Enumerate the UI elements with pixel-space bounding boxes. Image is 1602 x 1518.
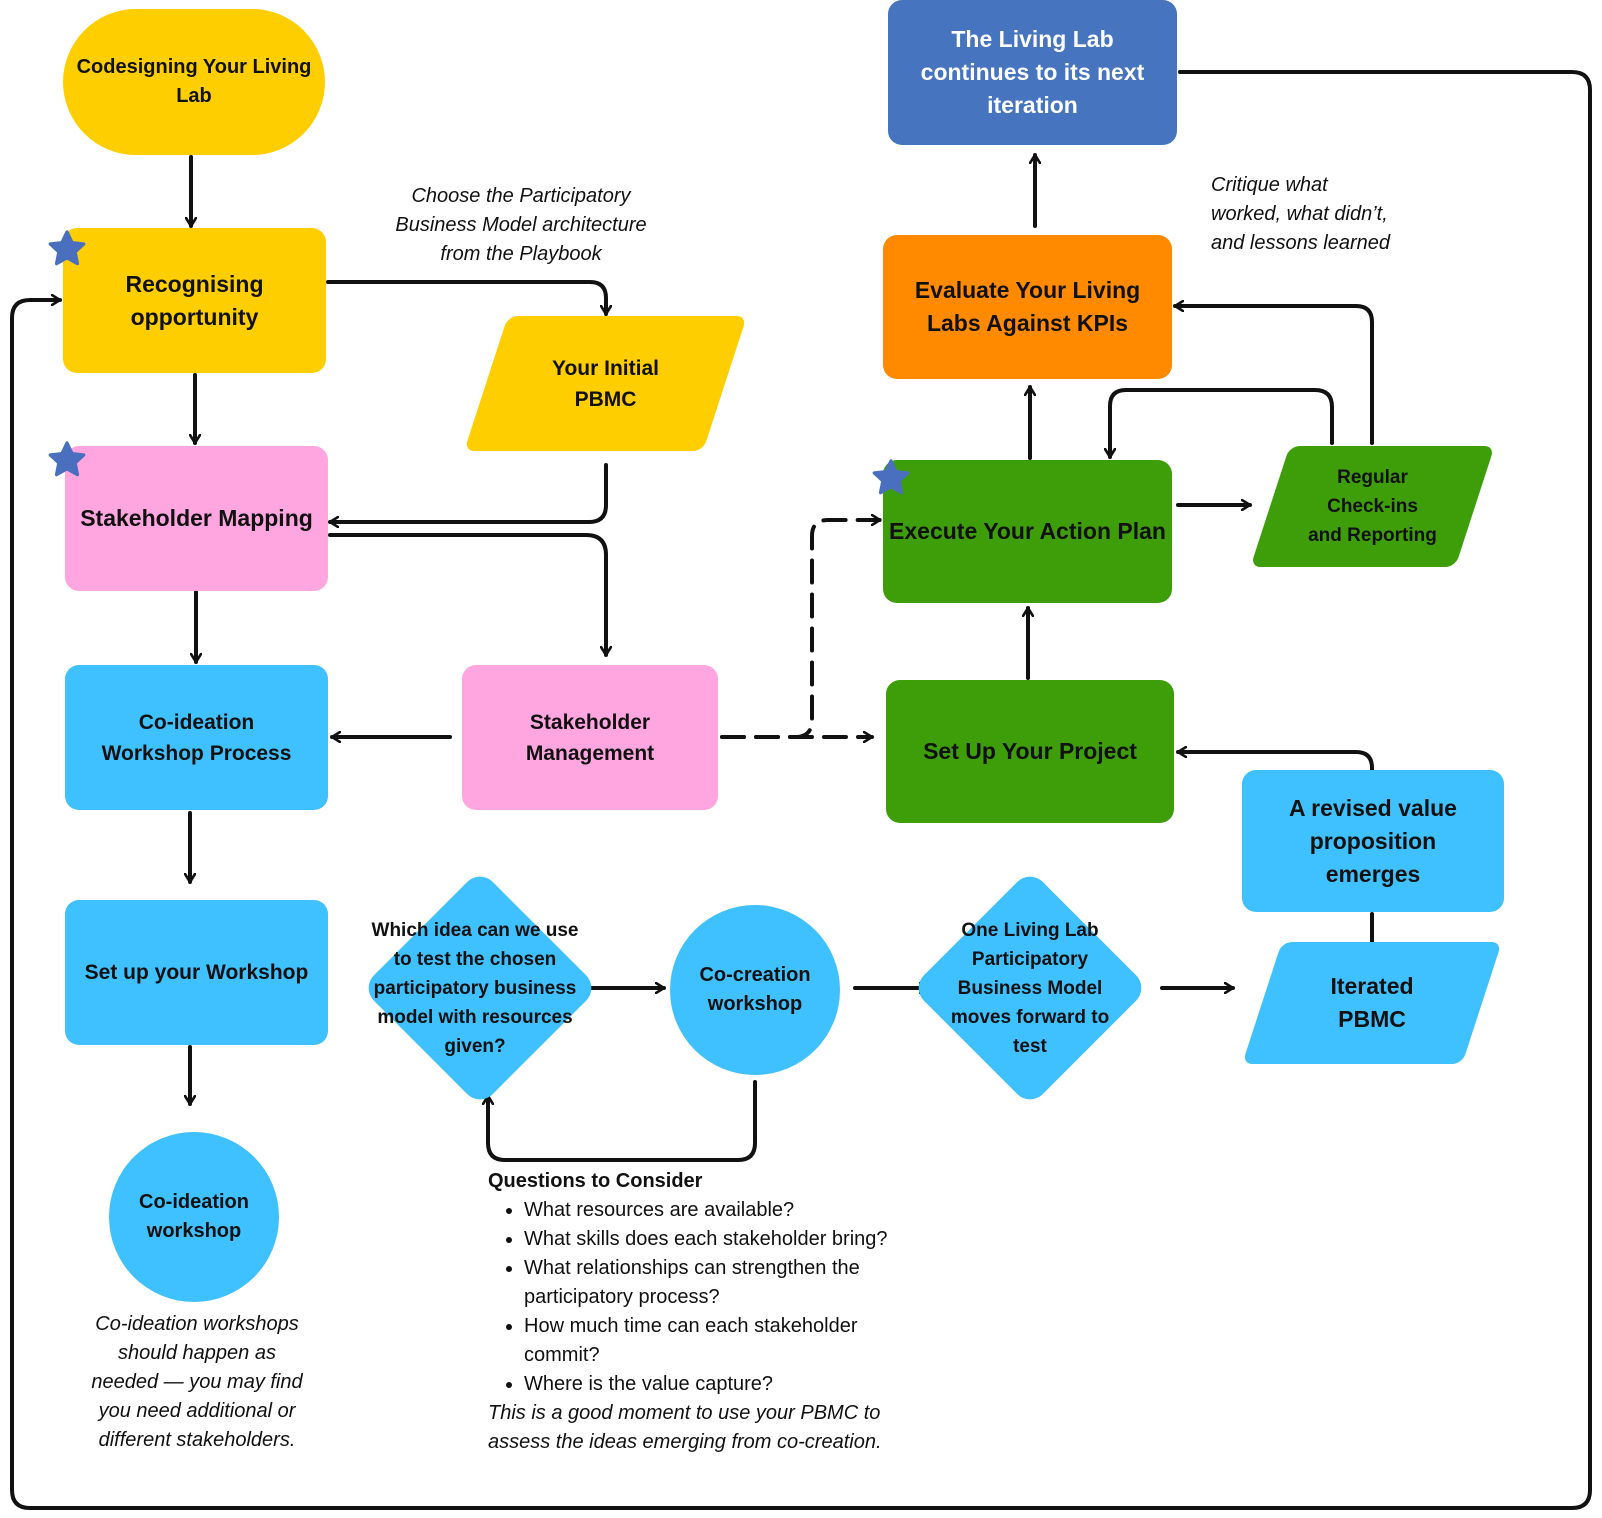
star-icon <box>48 441 86 477</box>
revised-value-label: A revised value proposition emerges <box>1289 794 1457 887</box>
questions-block: Questions to Consider What resources are… <box>488 1167 928 1457</box>
iterated-pbmc-label: Iterated PBMC <box>1330 973 1414 1032</box>
regular-checkins-node: Regular Check-ins and Reporting <box>1270 446 1475 567</box>
questions-title: Questions to Consider <box>488 1170 703 1192</box>
stakeholder-management-label: Stakeholder Management <box>525 710 655 765</box>
evaluate-node: Evaluate Your Living Labs Against KPIs <box>883 235 1172 379</box>
stakeholder-management-node: Stakeholder Management <box>462 665 718 810</box>
recognising-label: Recognising opportunity <box>125 270 264 330</box>
stakeholder-mapping-label: Stakeholder Mapping <box>80 505 313 531</box>
questions-list: What resources are available? What skill… <box>488 1196 928 1399</box>
execute-plan-label: Execute Your Action Plan <box>889 518 1166 544</box>
recognising-node: Recognising opportunity <box>63 228 326 373</box>
co-ideation-process-node: Co-ideation Workshop Process <box>65 665 328 810</box>
arrow-mapping-to-management <box>328 533 606 657</box>
one-living-lab-label: One Living Lab Participatory Business Mo… <box>950 919 1110 1057</box>
evaluate-label: Evaluate Your Living Labs Against KPIs <box>914 277 1141 336</box>
loop-back-to-recognising <box>10 70 1592 1510</box>
co-ideation-note: Co-ideation workshops should happen as n… <box>91 1313 303 1451</box>
execute-plan-node: Execute Your Action Plan <box>883 460 1172 603</box>
question-item: What skills does each stakeholder bring? <box>524 1225 928 1254</box>
which-idea-label: Which idea can we use to test the chosen… <box>371 919 579 1057</box>
co-ideation-workshop-node: Co-ideation workshop <box>109 1132 279 1302</box>
codesigning-node: Codesigning Your Living Lab <box>63 9 325 155</box>
revised-value-node: A revised value proposition emerges <box>1242 770 1504 912</box>
question-item: Where is the value capture? <box>524 1370 928 1399</box>
codesigning-label: Codesigning Your Living Lab <box>76 56 312 107</box>
critique-note: Critique what worked, what didn’t, and l… <box>1211 174 1391 254</box>
choose-architecture-note: Choose the Participatory Business Model … <box>395 185 647 265</box>
stakeholder-mapping-node: Stakeholder Mapping <box>65 446 328 591</box>
star-icon <box>48 230 86 266</box>
setup-project-node: Set Up Your Project <box>886 680 1174 823</box>
co-ideation-workshop-label: Co-ideation workshop <box>139 1191 249 1242</box>
arrow-management-to-execute-dashed <box>720 520 882 739</box>
arrow-recognising-to-initial-pbmc <box>326 280 606 316</box>
regular-checkins-label: Regular Check-ins and Reporting <box>1308 467 1437 546</box>
co-creation-workshop-node: Co-creation workshop <box>670 905 840 1075</box>
questions-footer: This is a good moment to use your PBMC t… <box>488 1402 882 1453</box>
iterated-pbmc-node: Iterated PBMC <box>1262 942 1482 1064</box>
setup-project-label: Set Up Your Project <box>923 738 1137 764</box>
next-iteration-label: The Living Lab continues to its next ite… <box>920 26 1145 118</box>
question-item: What resources are available? <box>524 1196 928 1225</box>
arrow-regular-checkins-to-evaluate <box>1173 306 1374 445</box>
co-creation-workshop-label: Co-creation workshop <box>699 964 811 1015</box>
arrow-revised-value-to-setup-project <box>1176 752 1374 772</box>
setup-workshop-label: Set up your Workshop <box>84 961 309 984</box>
co-ideation-process-label: Co-ideation Workshop Process <box>101 710 292 765</box>
arrow-co-creation-back-to-which-idea <box>488 1080 757 1162</box>
arrow-regular-checkins-back-to-execute <box>1110 388 1334 459</box>
question-item: How much time can each stakeholder commi… <box>524 1312 928 1370</box>
question-item: What relationships can strengthen the pa… <box>524 1254 928 1312</box>
star-icon <box>872 459 910 495</box>
setup-workshop-node: Set up your Workshop <box>65 900 328 1045</box>
next-iteration-node: The Living Lab continues to its next ite… <box>888 0 1177 145</box>
initial-pbmc-label: Your Initial PBMC <box>552 356 659 411</box>
arrow-initial-pbmc-to-mapping <box>328 463 608 522</box>
initial-pbmc-node: Your Initial PBMC <box>486 316 725 451</box>
